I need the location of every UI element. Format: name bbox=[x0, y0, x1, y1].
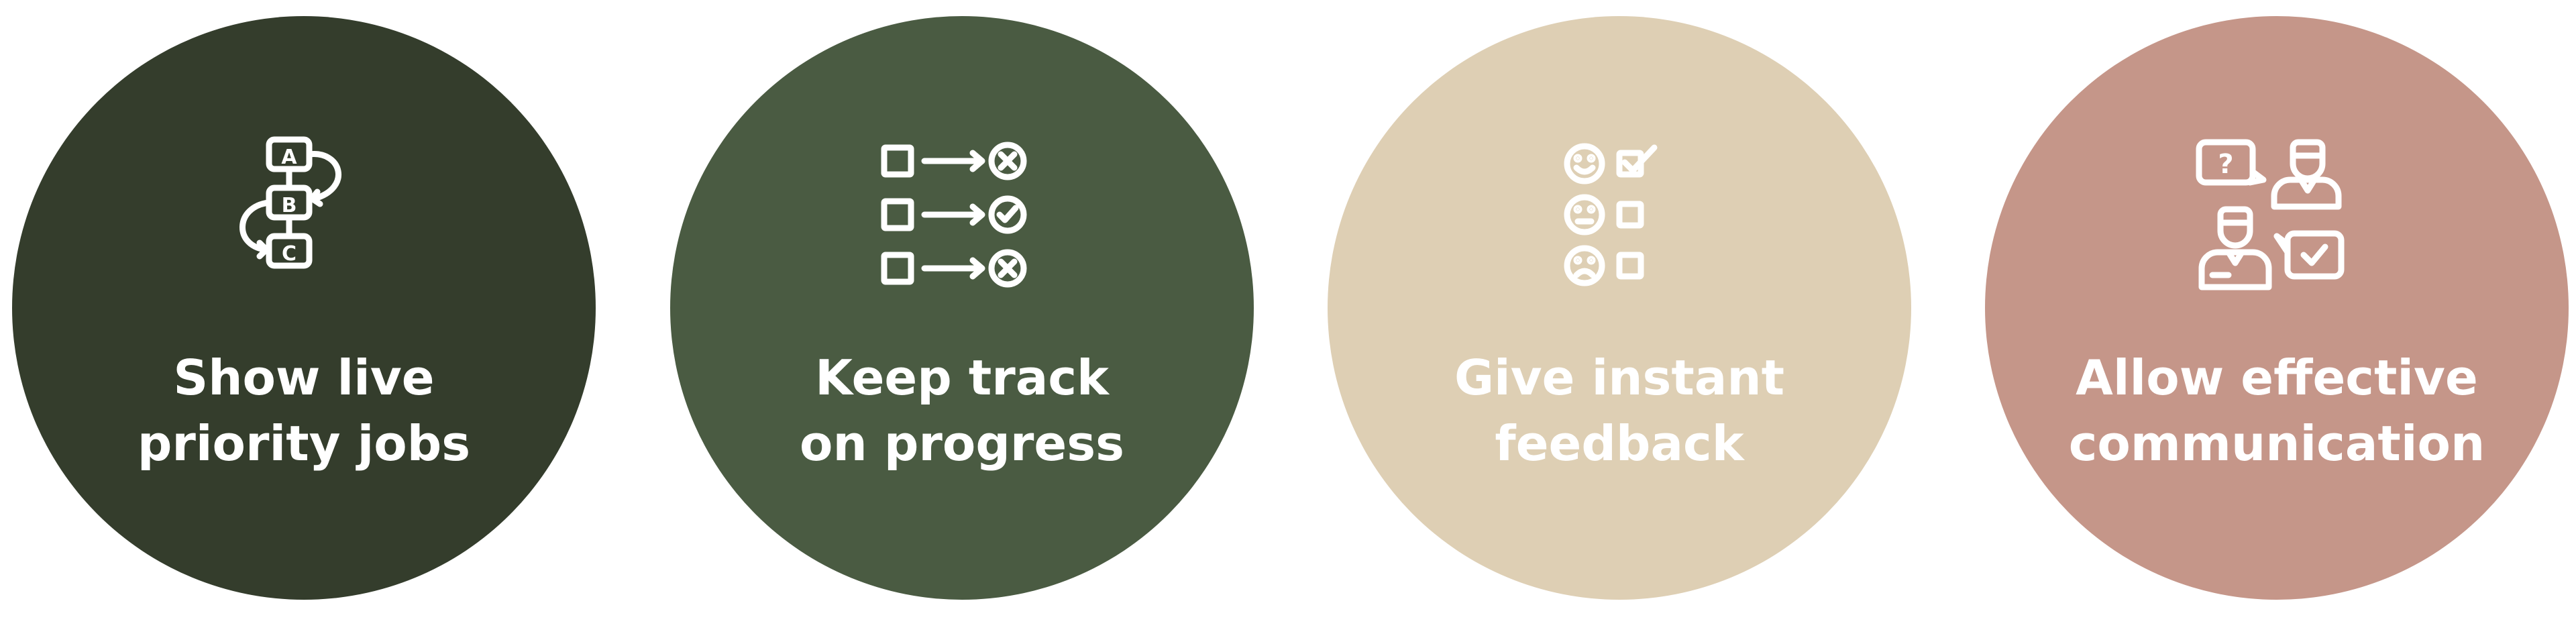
feature-label-priority: Show live priority jobs bbox=[12, 345, 596, 476]
feature-label-line2: feedback bbox=[1495, 415, 1744, 472]
flowchart-letter-c: C bbox=[282, 242, 297, 266]
feature-label-communication: Allow effective communication bbox=[1985, 345, 2569, 476]
feature-circle-priority: A B C Show live priority jobs bbox=[12, 16, 596, 600]
flowchart-abc-icon: A B C bbox=[210, 123, 398, 311]
feature-label-line1: Give instant bbox=[1454, 350, 1785, 406]
feature-label-line2: priority jobs bbox=[137, 415, 471, 472]
flowchart-letter-b: B bbox=[282, 194, 297, 217]
feature-label-feedback: Give instant feedback bbox=[1328, 345, 1911, 476]
feature-label-line2: on progress bbox=[800, 415, 1124, 472]
feature-label-progress: Keep track on progress bbox=[670, 345, 1254, 476]
people-chat-icon: ? bbox=[2183, 123, 2371, 311]
feature-label-line1: Allow effective bbox=[2076, 350, 2478, 406]
feature-label-line1: Show live bbox=[173, 350, 435, 406]
question-mark-glyph: ? bbox=[2218, 149, 2233, 180]
flowchart-letter-a: A bbox=[281, 146, 297, 169]
checklist-progress-icon bbox=[868, 123, 1056, 311]
feedback-faces-icon bbox=[1525, 123, 1713, 311]
feature-label-line1: Keep track bbox=[815, 350, 1109, 406]
feature-circle-progress: Keep track on progress bbox=[670, 16, 1254, 600]
feature-circle-feedback: Give instant feedback bbox=[1328, 16, 1911, 600]
feature-label-line2: communication bbox=[2068, 415, 2485, 472]
feature-circle-communication: ? Allow effective communication bbox=[1985, 16, 2569, 600]
